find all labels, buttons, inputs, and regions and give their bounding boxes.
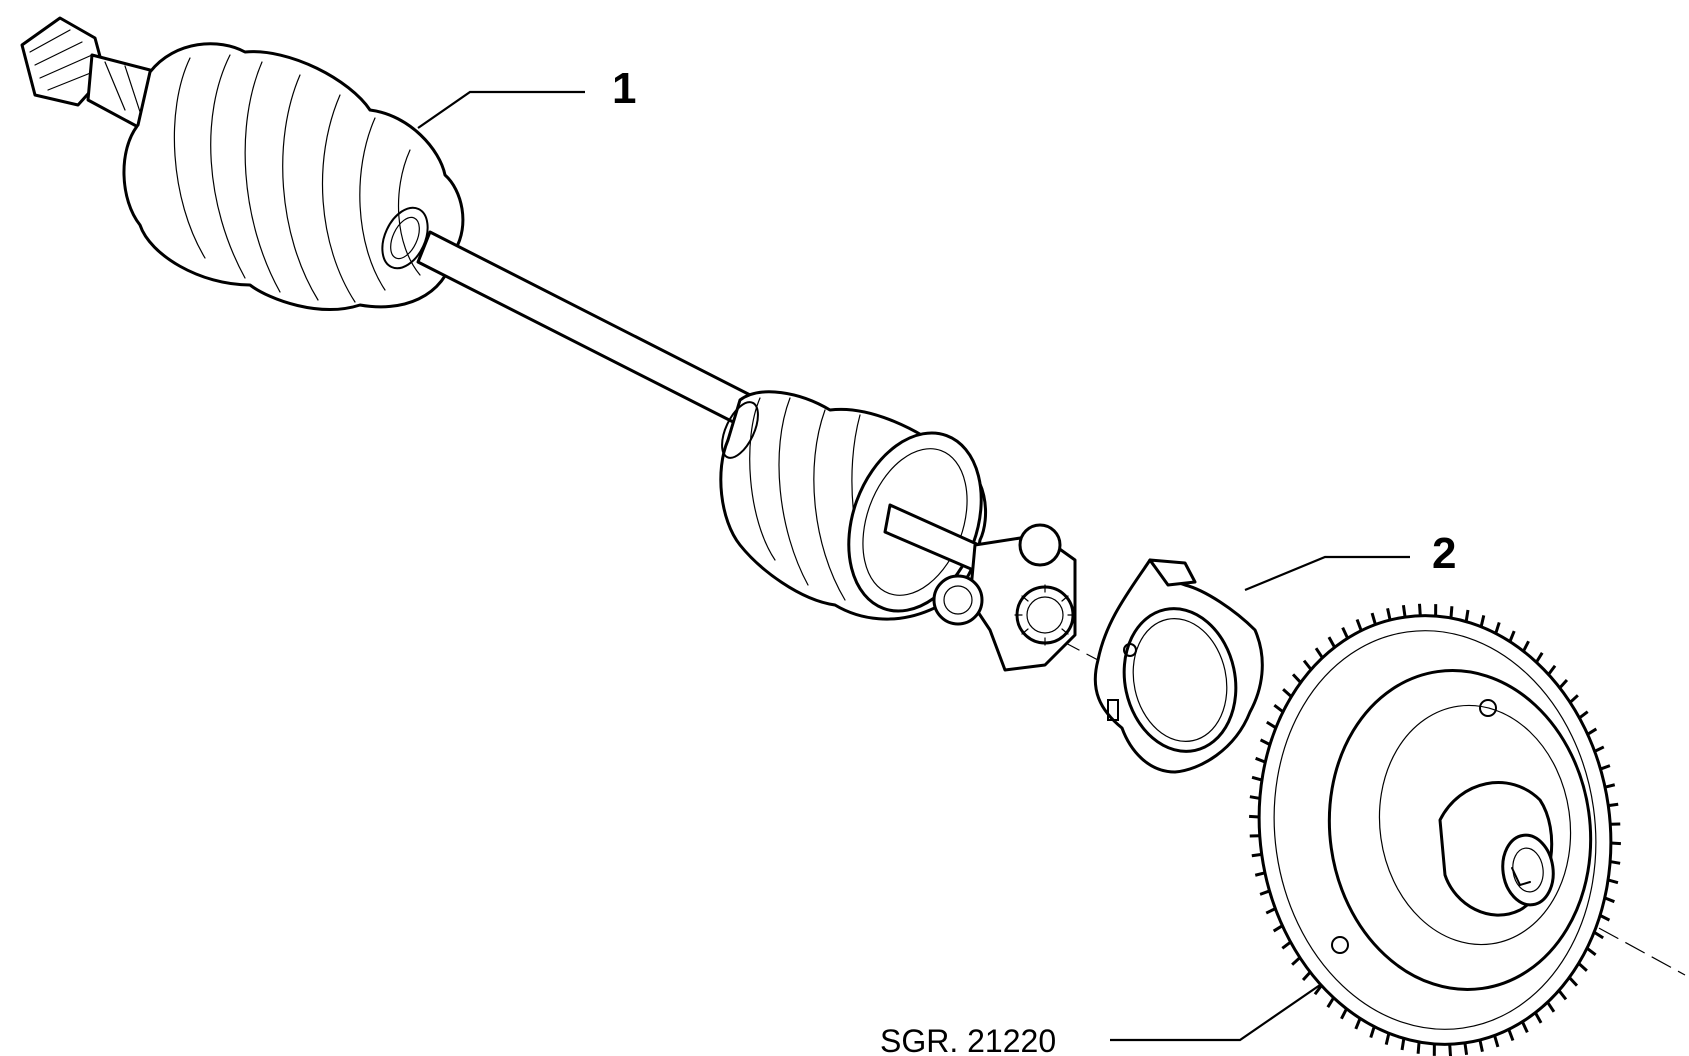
tripod-joint (883, 503, 1077, 672)
axle-shaft (416, 230, 762, 430)
outer-cv-boot (122, 42, 465, 311)
callout-2-label: 2 (1432, 529, 1456, 578)
callout-1-leader (417, 90, 585, 129)
differential-ring-gear[interactable] (1110, 593, 1638, 1056)
callout-1-label: 1 (612, 64, 636, 113)
drive-shaft-assembly[interactable] (20, 16, 1077, 672)
snap-ring-part[interactable] (1093, 555, 1410, 774)
reference-leader (1110, 984, 1321, 1042)
callout-2-leader (1244, 555, 1410, 592)
splined-stub (20, 16, 170, 130)
reference-label: SGR. 21220 (880, 1023, 1056, 1056)
gear-teeth (1248, 603, 1622, 1056)
